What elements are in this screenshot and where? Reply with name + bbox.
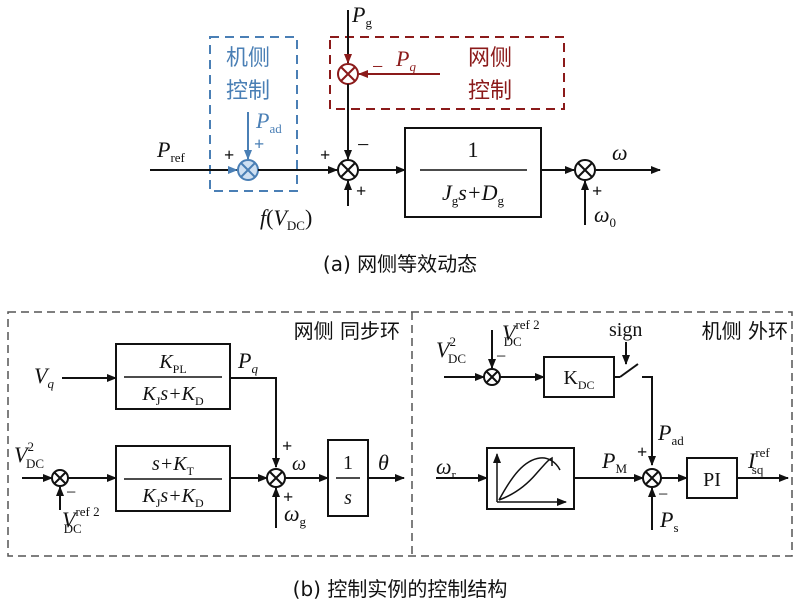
pad-b-label: Pad [657, 420, 684, 448]
vdcref-right-minus: − [496, 346, 506, 366]
machine-outer-title: 机侧 外环 [702, 319, 788, 343]
omega-label: ω [612, 140, 628, 165]
right-vdc-sum-junction [483, 368, 501, 386]
pref-plus: + [224, 145, 234, 165]
pq-b-label: Pq [237, 348, 258, 376]
pq-label: Pq [395, 46, 416, 74]
pm-label: PM [601, 448, 627, 476]
pad-feed-line [642, 376, 656, 466]
grid-box-label-1: 网侧 [468, 46, 512, 71]
pq-minus-sign: − [372, 56, 383, 78]
omega-r-label: ωr [436, 454, 457, 482]
kpl-denominator: KJs+KD [141, 383, 204, 408]
omega-b-label: ω [292, 453, 306, 475]
omega-sum-junction [266, 468, 286, 488]
grid-side-box [329, 36, 565, 110]
main-sum-junction [337, 159, 359, 181]
output-sum-junction [574, 159, 596, 181]
integrator-numerator: 1 [343, 452, 353, 474]
fvdc-plus: + [356, 181, 366, 201]
grid-box-label-2: 控制 [468, 79, 512, 104]
grid-sync-title: 网侧 同步环 [294, 319, 400, 343]
omega0-label: ω0 [594, 202, 616, 230]
pi-label: PI [703, 469, 721, 491]
kpl-numerator: KPL [158, 351, 186, 376]
main-minus-sign: − [357, 132, 369, 157]
integrator-denominator: s [344, 487, 352, 509]
sign-label: sign [609, 319, 642, 341]
vq-label: Vq [34, 363, 54, 391]
pg-label: Pg [351, 2, 372, 30]
diagram-a: 机侧 控制 网侧 控制 Pg − Pq − Pref + [150, 2, 661, 276]
machine-sum-junction [237, 159, 259, 181]
tf-denominator: Jgs+Dg [442, 180, 505, 208]
machine-box-label-1: 机侧 [226, 46, 270, 71]
pad-label: Pad [255, 108, 282, 136]
outer-dashed-frame [7, 311, 793, 557]
ps-minus: − [658, 484, 668, 504]
kt-denominator: KJs+KD [141, 485, 204, 510]
pref-label: Pref [156, 137, 186, 165]
caption-b: (b) 控制实例的控制结构 [293, 577, 508, 601]
main-plus-left: + [320, 145, 330, 165]
omega0-plus: + [592, 181, 602, 201]
pad-b-plus: + [637, 442, 647, 462]
caption-a: (a) 网侧等效动态 [323, 252, 477, 276]
grid-sum-junction [337, 63, 359, 85]
machine-side-box [209, 36, 298, 192]
pad-plus: + [254, 134, 264, 154]
kdc-label: KDC [563, 367, 594, 392]
pq-feed-line [230, 377, 280, 468]
mppt-curve-icon [493, 453, 567, 506]
omega-g-plus: + [283, 487, 293, 507]
inertia-tf-block [404, 127, 542, 218]
vdcref-left-minus: − [66, 482, 76, 502]
tf-numerator: 1 [468, 137, 479, 162]
ps-label: Ps [659, 507, 679, 535]
machine-box-label-2: 控制 [226, 79, 270, 104]
theta-label: θ [378, 450, 389, 475]
sign-switch [619, 363, 639, 378]
omega-g-label: ωg [284, 501, 307, 529]
kt-numerator: s+KT [152, 453, 195, 478]
pi-block [686, 457, 738, 499]
pq-b-plus: + [282, 436, 292, 456]
fvdc-label: f(VDC) [260, 205, 312, 233]
